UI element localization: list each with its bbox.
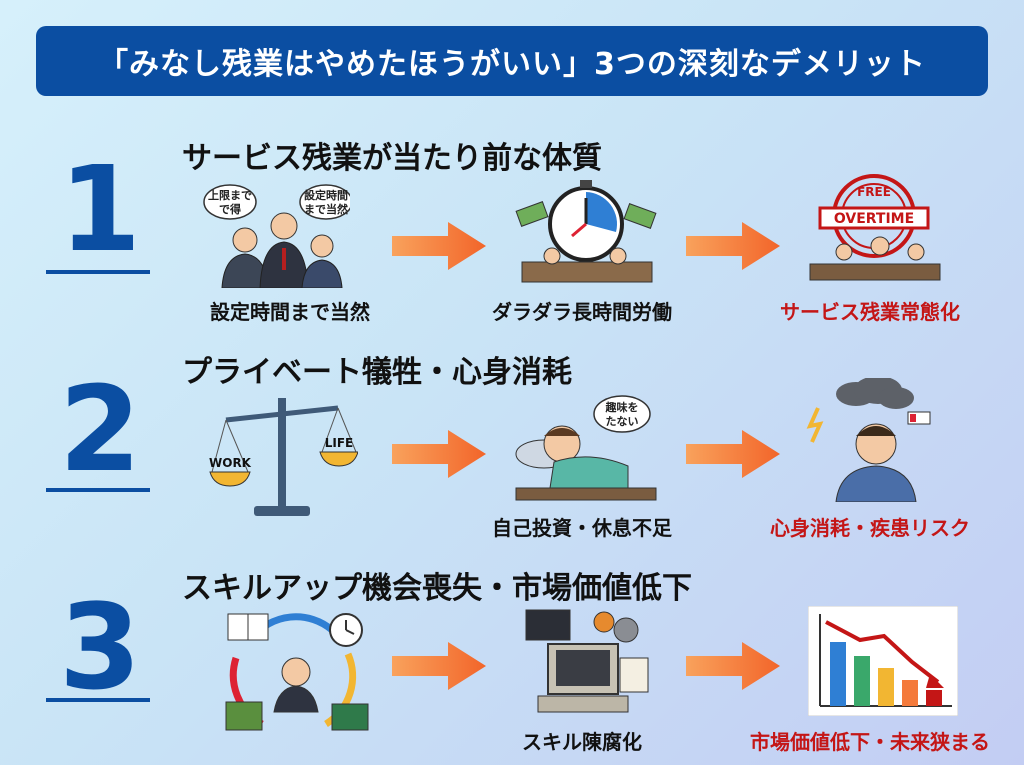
sleeping-person-icon: 趣味を たない [510,392,660,502]
step-2-3-caption: 心身消耗・疾患リスク [770,516,970,540]
overtime-stamp-icon: FREE OVERTIME [800,174,950,284]
arrow-right-icon [392,430,486,478]
stamp-overtime-text: OVERTIME [834,211,914,227]
work-label: WORK [209,456,252,470]
arrow-right-icon [686,642,780,690]
step-1-1-caption: 設定時間まで当然 [210,300,370,324]
bubble-2a: 趣味を [605,400,639,414]
main-title: 「みなし残業はやめたほうがいい」3つの深刻なデメリット [36,26,988,96]
section-2-number: 2 [58,360,142,498]
section-3-number: 3 [58,578,142,716]
section-2-underline [46,488,150,492]
step-2-2-caption: 自己投資・休息不足 [492,516,672,540]
section-1-title: サービス残業が当たり前な体質 [182,141,602,176]
step-1-3-caption: サービス残業常態化 [780,300,960,324]
bubble-1b: で得 [219,202,241,216]
stressed-person-icon [796,376,946,503]
step-1-2-caption: ダラダラ長時間労働 [492,300,672,324]
arrow-right-icon [686,222,780,270]
step-3-3-caption: 市場価値低下・未来狭まる [750,730,990,754]
arrow-right-icon [392,222,486,270]
arrow-right-icon [686,430,780,478]
section-3-title: スキルアップ機会喪失・市場価値低下 [182,571,692,606]
balance-scale-icon: WORK LIFE [208,390,359,522]
life-label: LIFE [325,436,354,450]
meeting-people-icon: 上限まで で得 設定時間 まで当然 [200,178,353,289]
bubble-2b: たない [606,415,639,428]
bubble-1c: 設定時間 [304,188,348,202]
section-1-number: 1 [58,140,142,278]
step-3-2-caption: スキル陳腐化 [522,730,642,754]
arrow-right-icon [392,642,486,690]
bubble-1a: 上限まで [208,188,252,202]
overwhelmed-cycle-icon [222,608,372,736]
bubble-1d: まで当然 [304,202,348,216]
declining-chart-icon [807,605,959,717]
section-2-title: プライベート犠牲・心身消耗 [182,355,572,390]
stamp-free-text: FREE [857,185,891,199]
section-3-underline [46,698,150,702]
old-computer-icon [508,606,658,718]
stopwatch-overwork-icon [512,176,662,286]
section-1-underline [46,270,150,274]
